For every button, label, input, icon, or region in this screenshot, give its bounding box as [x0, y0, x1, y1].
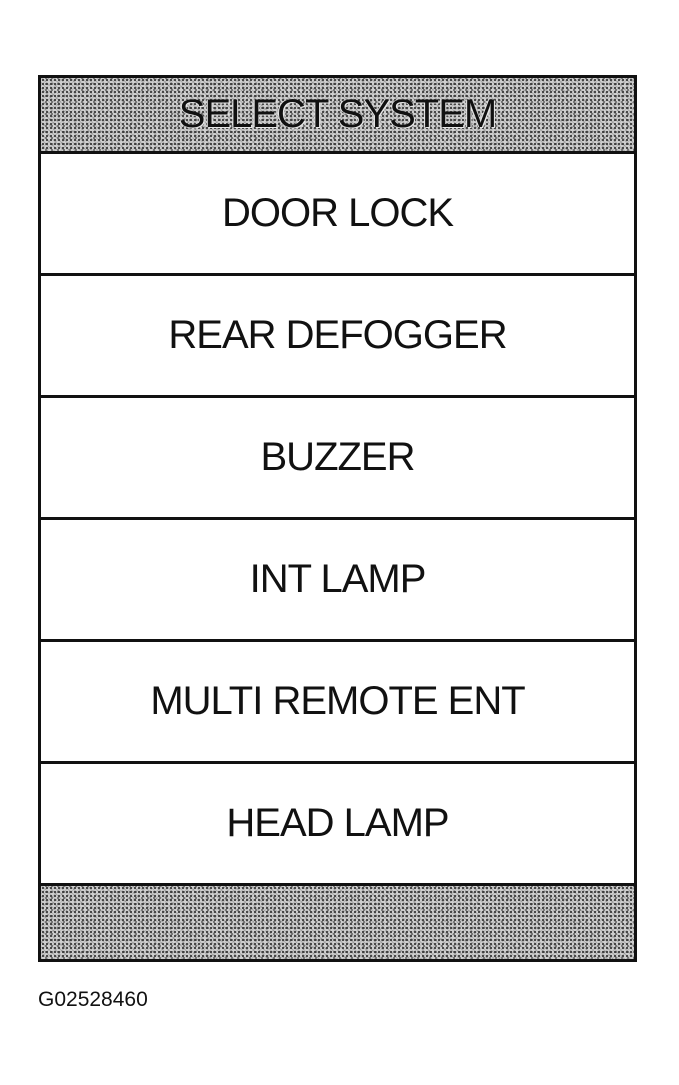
screen-footer: [41, 886, 634, 959]
menu-item-int-lamp[interactable]: INT LAMP: [41, 520, 634, 642]
menu-item-multi-remote-ent[interactable]: MULTI REMOTE ENT: [41, 642, 634, 764]
menu-item-buzzer[interactable]: BUZZER: [41, 398, 634, 520]
menu-item-label: REAR DEFOGGER: [168, 313, 507, 357]
menu-item-rear-defogger[interactable]: REAR DEFOGGER: [41, 276, 634, 398]
screen-title: SELECT SYSTEM: [178, 92, 497, 136]
menu-item-label: DOOR LOCK: [221, 191, 454, 235]
menu-item-label: MULTI REMOTE ENT: [150, 679, 525, 723]
select-system-screen: SELECT SYSTEM DOOR LOCK REAR DEFOGGER BU…: [38, 75, 637, 962]
menu-item-label: HEAD LAMP: [226, 801, 449, 845]
figure-id-caption: G02528460: [38, 988, 148, 1011]
menu-item-head-lamp[interactable]: HEAD LAMP: [41, 764, 634, 886]
menu-item-label: INT LAMP: [249, 557, 427, 601]
menu-item-door-lock[interactable]: DOOR LOCK: [41, 154, 634, 276]
menu-item-label: BUZZER: [260, 435, 416, 479]
screen-header: SELECT SYSTEM: [41, 78, 634, 154]
